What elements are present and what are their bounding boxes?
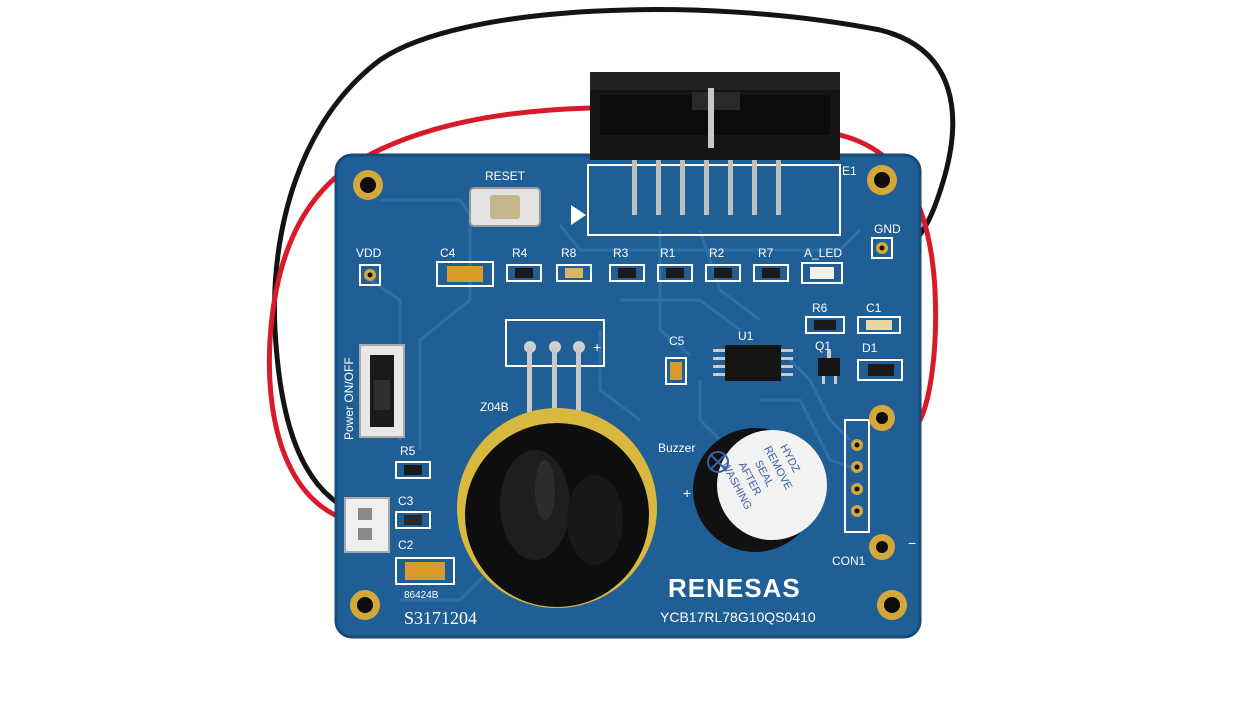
q1-transistor [818,350,840,384]
sensor-z04b [457,319,657,608]
battery-connector [344,497,390,553]
sensor-plus: + [593,339,601,355]
con1-connector [844,405,895,560]
c2-cap [405,562,445,580]
black-wire [271,7,956,521]
a-led [810,267,834,279]
r6-label: R6 [812,301,828,315]
a-led-label: A_LED [804,246,842,260]
c3-label: C3 [398,494,414,508]
gnd-label: GND [874,222,901,236]
r3-label: R3 [613,246,629,260]
u1-chip [713,345,793,381]
d1-label: D1 [862,341,878,355]
vdd-label: VDD [356,246,382,260]
mounting-holes [350,165,907,620]
header-ref-label: E1 [842,164,857,178]
power-switch [359,344,405,438]
sensor-label: Z04B [480,400,509,414]
silkscreen-labels: RESET E1 VDD GND C4 R4 R8 R3 R1 R2 R7 A_… [342,164,916,628]
pin1-arrow [571,205,586,225]
buzzer: HYDZ REMOVE SEAL AFTER WASHING [693,428,827,552]
model-code-label: YCB17RL78G10QS0410 [660,609,816,625]
r8-label: R8 [561,246,577,260]
reset-button [469,187,541,227]
batch-label: 86424B [404,590,439,601]
red-wire [266,105,593,528]
q1-label: Q1 [815,339,831,353]
buzzer-plus: + [683,485,691,501]
test-points [359,237,893,286]
buzzer-label: Buzzer [658,441,695,455]
con1-label: CON1 [832,554,866,568]
c4-label: C4 [440,246,456,260]
serial-label: S3171204 [404,608,477,628]
reset-label: RESET [485,169,526,183]
u1-label: U1 [738,329,754,343]
r2-label: R2 [709,246,725,260]
c5-label: C5 [669,334,685,348]
smd-components [395,261,903,585]
con1-minus: − [908,535,916,551]
c2-label: C2 [398,538,414,552]
power-switch-label: Power ON/OFF [342,357,356,440]
r4-label: R4 [512,246,528,260]
r1-label: R1 [660,246,676,260]
c4-cap [447,266,483,282]
r7-label: R7 [758,246,774,260]
c1-label: C1 [866,301,882,315]
header-pins [632,160,781,215]
r5-label: R5 [400,444,416,458]
jtag-header [571,72,841,236]
brand-logo: RENESAS [668,573,801,603]
